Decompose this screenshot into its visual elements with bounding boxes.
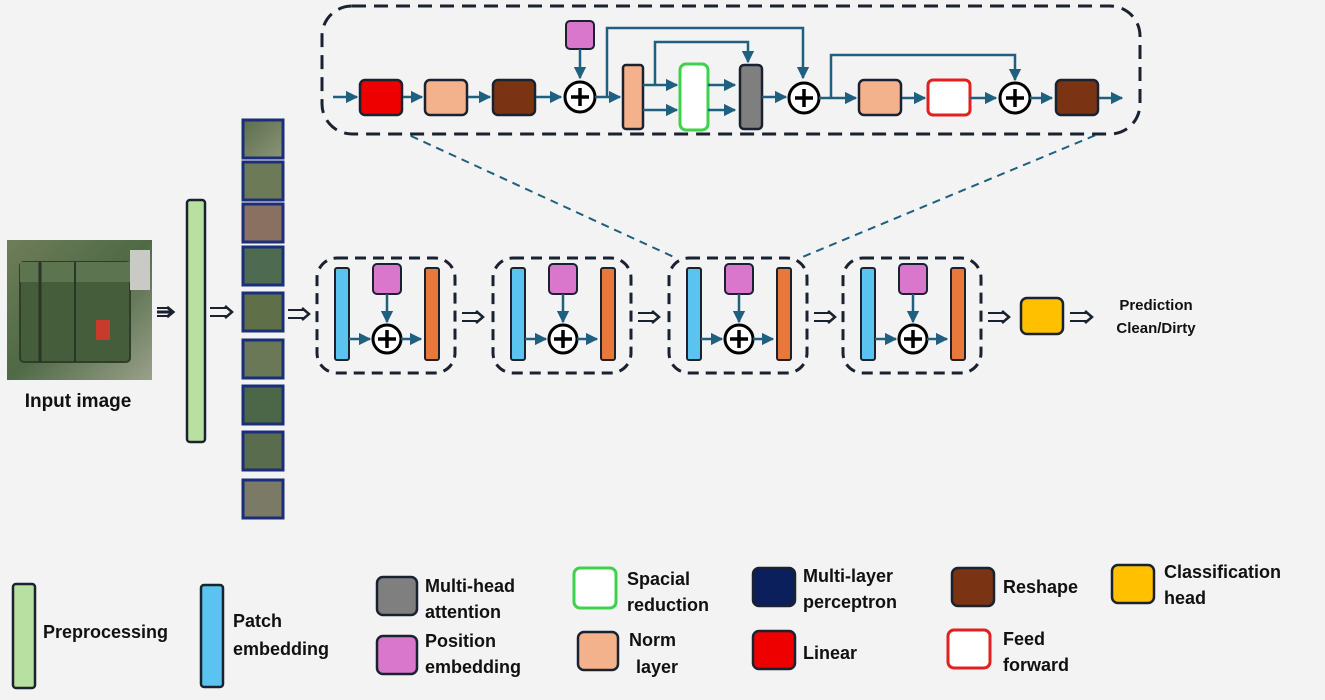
legend-position-embedding-line1: Position [425, 631, 496, 651]
zoom-connector [397, 129, 677, 259]
legend-swatch-linear [751, 629, 797, 671]
legend-swatch-preprocessing [11, 582, 37, 690]
patch-thumbnail [241, 118, 285, 160]
patch-column [241, 118, 285, 520]
legend-multi-head-attention-line2: attention [425, 602, 501, 622]
encoder-output-block [600, 267, 616, 361]
prediction-classes-label: Clean/Dirty [1116, 320, 1196, 337]
input-image-label: Input image [25, 391, 132, 412]
legend-swatch-multi-layer-perceptron [751, 566, 797, 608]
legend-swatch-spacial-reduction [572, 566, 618, 610]
patch-thumbnail [241, 245, 285, 287]
patch-embedding-block [860, 267, 876, 361]
patch-thumbnail [241, 384, 285, 426]
patch-embedding-block [510, 267, 526, 361]
double-arrow-icon [462, 310, 485, 324]
legend-feed-forward-line1: Feed [1003, 629, 1045, 649]
plus-circle-icon [723, 323, 755, 355]
patch-thumbnail [241, 478, 285, 520]
patch-thumbnail [241, 291, 285, 333]
preprocessing-block [185, 198, 207, 444]
legend-swatch-classification-head [1110, 563, 1156, 605]
norm-layer-block [423, 78, 469, 117]
legend-swatch-multi-head-attention [375, 575, 419, 617]
encoder-output-block [776, 267, 792, 361]
legend-multi-layer-perceptron-line2: perceptron [803, 592, 897, 612]
double-arrow-icon [814, 310, 837, 324]
legend-swatch-norm-layer [576, 630, 620, 672]
legend-swatch-reshape [950, 566, 996, 608]
reshape-block [491, 78, 537, 117]
double-arrow-icon [157, 305, 176, 319]
linear-block [358, 78, 404, 117]
encoder-output-block [950, 267, 966, 361]
prediction-label: Prediction [1119, 297, 1192, 314]
double-arrow-icon [638, 310, 661, 324]
legend: Preprocessing Patch embedding Multi-head… [11, 562, 1281, 690]
patch-embedding-block [686, 267, 702, 361]
position-embedding-block [565, 20, 595, 50]
norm-layer-block [857, 78, 903, 117]
encoder-block [491, 256, 633, 375]
legend-patch-embedding-line1: Patch [233, 611, 282, 631]
legend-classification-head-line2: head [1164, 588, 1206, 608]
patch-embedding-block [334, 267, 350, 361]
legend-position-embedding-line2: embedding [425, 657, 521, 677]
legend-spacial-reduction-line2: reduction [627, 595, 709, 615]
legend-reshape: Reshape [1003, 577, 1078, 597]
position-embedding-block [898, 263, 928, 295]
encoder-block [667, 256, 809, 375]
legend-swatch-position-embedding [375, 634, 419, 676]
spacial-reduction-block [678, 62, 710, 132]
legend-multi-layer-perceptron-line1: Multi-layer [803, 566, 893, 586]
patch-thumbnail [241, 338, 285, 380]
double-arrow-icon [288, 307, 311, 321]
plus-circle-icon [897, 323, 929, 355]
patch-thumbnail [241, 202, 285, 244]
plus-circle-icon [787, 81, 821, 115]
patch-thumbnail [241, 430, 285, 472]
legend-swatch-feed-forward [946, 628, 992, 670]
position-embedding-block [548, 263, 578, 295]
input-image [7, 240, 152, 380]
legend-norm-layer-line1: Norm [629, 630, 676, 650]
legend-classification-head-line1: Classification [1164, 562, 1281, 582]
double-arrow-icon [210, 305, 234, 319]
double-arrow-icon [988, 310, 1011, 324]
norm-layer-block [621, 63, 645, 131]
encoder-output-block [424, 267, 440, 361]
legend-spacial-reduction-line1: Spacial [627, 569, 690, 589]
legend-swatch-patch-embedding [199, 583, 225, 689]
encoder-block [315, 256, 457, 375]
legend-linear: Linear [803, 643, 857, 663]
legend-norm-layer-line2: layer [636, 657, 678, 677]
plus-circle-icon [371, 323, 403, 355]
legend-patch-embedding-line2: embedding [233, 639, 329, 659]
plus-circle-icon [547, 323, 579, 355]
legend-feed-forward-line2: forward [1003, 655, 1069, 675]
plus-circle-icon [998, 81, 1032, 115]
legend-preprocessing: Preprocessing [43, 622, 168, 642]
legend-multi-head-attention-line1: Multi-head [425, 576, 515, 596]
feed-forward-block [926, 78, 972, 117]
patch-thumbnail [241, 160, 285, 202]
position-embedding-block [372, 263, 402, 295]
classification-head-block [1019, 296, 1065, 336]
double-arrow-icon [1070, 310, 1094, 324]
zoomed-encoder-detail [320, 4, 1142, 136]
plus-circle-icon [563, 80, 597, 114]
encoder-block [841, 256, 983, 375]
reshape-block [1054, 78, 1100, 117]
zoom-connector [799, 129, 1109, 259]
multi-head-attention-block [738, 63, 764, 131]
position-embedding-block [724, 263, 754, 295]
